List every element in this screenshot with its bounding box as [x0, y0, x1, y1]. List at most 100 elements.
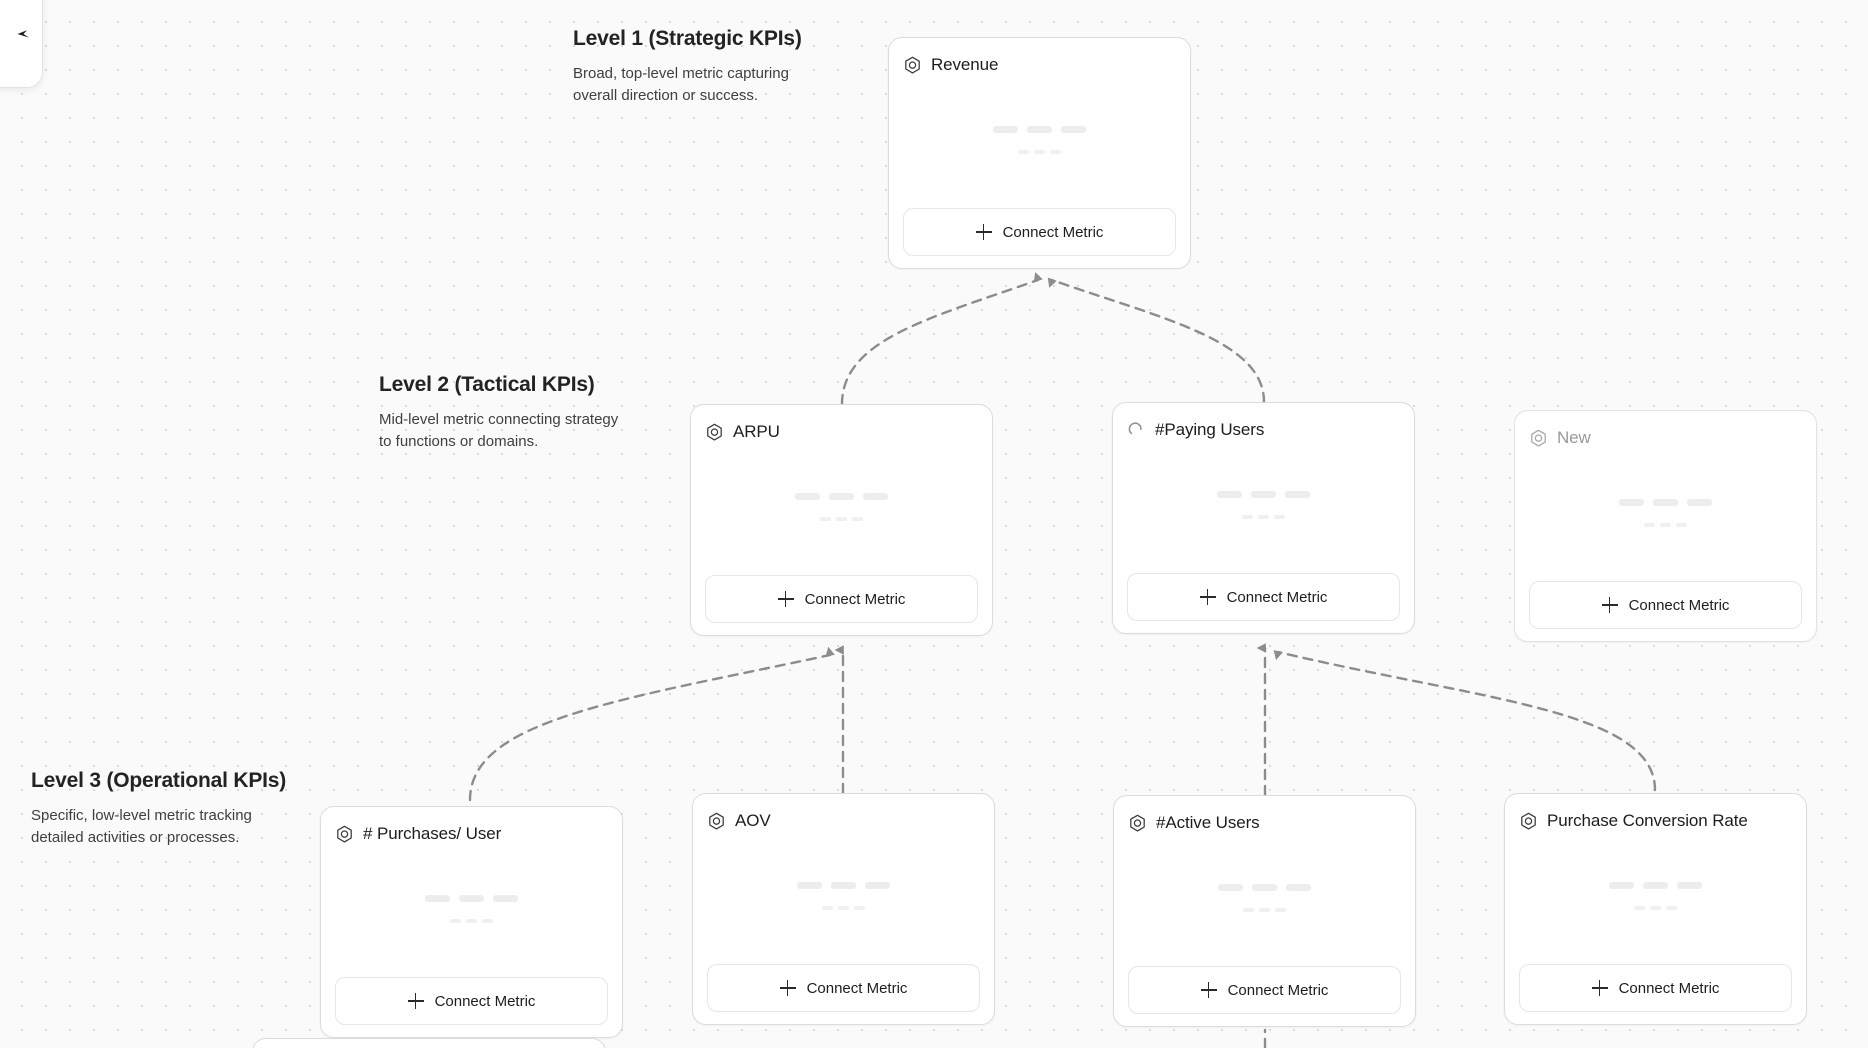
hexagon-metric-icon: [903, 56, 922, 75]
skeleton-bar: [1666, 906, 1677, 910]
skeleton-bar: [1676, 523, 1687, 527]
skeleton-bar: [1243, 908, 1254, 912]
card-title: # Purchases/ User: [363, 824, 502, 843]
skeleton-bar: [1217, 491, 1242, 498]
skeleton-bar: [1034, 150, 1045, 154]
connect-metric-button[interactable]: Connect Metric: [1519, 964, 1792, 1012]
skeleton-bar: [450, 919, 461, 923]
skeleton-bar: [993, 126, 1018, 133]
metric-card-arpu[interactable]: ARPU Connect Metric: [690, 404, 993, 636]
skeleton-bar: [1660, 523, 1671, 527]
skeleton-row-primary: [795, 493, 888, 500]
level-1-label: Level 1 (Strategic KPIs) Broad, top-leve…: [573, 26, 823, 107]
plus-icon: [975, 224, 992, 240]
skeleton-bar: [1050, 150, 1061, 154]
hexagon-metric-icon: [1529, 429, 1548, 448]
skeleton-row-primary: [993, 126, 1086, 133]
card-header: New: [1529, 425, 1802, 451]
skeleton-row-secondary: [1243, 908, 1286, 912]
connect-metric-button[interactable]: Connect Metric: [335, 977, 608, 1025]
card-title: New: [1557, 428, 1591, 447]
skeleton-bar: [1634, 906, 1645, 910]
loading-spinner-icon: [1127, 421, 1146, 440]
connect-metric-button[interactable]: Connect Metric: [705, 575, 978, 623]
card-skeleton-body: [705, 445, 978, 575]
metric-card-paying-users[interactable]: #Paying Users Connect Metric: [1112, 402, 1415, 634]
plus-icon: [779, 980, 796, 996]
skeleton-row-secondary: [1634, 906, 1677, 910]
skeleton-row-primary: [425, 895, 518, 902]
card-title: #Active Users: [1156, 813, 1260, 832]
card-header: Purchase Conversion Rate: [1519, 808, 1792, 834]
connect-metric-button[interactable]: Connect Metric: [1128, 966, 1401, 1014]
skeleton-row-secondary: [1644, 523, 1687, 527]
skeleton-bar: [820, 517, 831, 521]
plus-icon: [1591, 980, 1608, 996]
skeleton-bar: [822, 906, 833, 910]
connect-metric-label: Connect Metric: [1227, 981, 1329, 999]
connect-metric-button[interactable]: Connect Metric: [1127, 573, 1400, 621]
skeleton-row-primary: [1619, 499, 1712, 506]
skeleton-bar: [797, 882, 822, 889]
skeleton-bar: [425, 895, 450, 902]
card-title: AOV: [735, 811, 771, 830]
metric-card-partial-below[interactable]: [252, 1038, 606, 1048]
connector-conversion-to-paying-users: [1273, 650, 1657, 792]
level-3-description: Specific, low-level metric tracking deta…: [31, 807, 252, 846]
plus-icon: [407, 993, 424, 1009]
level-3-title: Level 3 (Operational KPIs): [31, 769, 287, 792]
skeleton-bar: [1619, 499, 1644, 506]
card-header: ARPU: [705, 419, 978, 445]
skeleton-bar: [1687, 499, 1712, 506]
connect-metric-button[interactable]: Connect Metric: [903, 208, 1176, 256]
card-skeleton-body: [707, 834, 980, 964]
skeleton-bar: [1653, 499, 1678, 506]
plus-icon: [777, 591, 794, 607]
level-3-label: Level 3 (Operational KPIs) Specific, low…: [31, 768, 286, 849]
skeleton-bar: [1218, 884, 1243, 891]
skeleton-bar: [1259, 908, 1270, 912]
plus-icon: [1199, 589, 1216, 605]
metric-card-aov[interactable]: AOV Connect Metric: [692, 793, 995, 1025]
skeleton-bar: [1242, 515, 1253, 519]
skeleton-row-primary: [1218, 884, 1311, 891]
metric-card-purchases-per-user[interactable]: # Purchases/ User Connect Metric: [320, 806, 623, 1038]
metric-card-new[interactable]: New Connect Metric: [1514, 410, 1817, 642]
card-header: # Purchases/ User: [335, 821, 608, 847]
skeleton-bar: [865, 882, 890, 889]
metric-card-revenue[interactable]: Revenue Connect Metric: [888, 37, 1191, 269]
skeleton-bar: [829, 493, 854, 500]
card-skeleton-body: [1529, 451, 1802, 581]
hexagon-metric-icon: [707, 812, 726, 831]
level-2-label: Level 2 (Tactical KPIs) Mid-level metric…: [379, 372, 629, 453]
plus-icon: [1601, 597, 1618, 613]
hexagon-metric-icon: [1128, 814, 1147, 833]
connector-paying-users-to-revenue: [1047, 277, 1266, 404]
connect-metric-label: Connect Metric: [1618, 979, 1720, 997]
skeleton-bar: [854, 906, 865, 910]
skeleton-bar: [482, 919, 493, 923]
skeleton-bar: [852, 517, 863, 521]
connector-purchases-to-arpu: [468, 646, 835, 802]
skeleton-bar: [1677, 882, 1702, 889]
skeleton-bar: [1643, 882, 1668, 889]
skeleton-bar: [1251, 491, 1276, 498]
connect-metric-button[interactable]: Connect Metric: [1529, 581, 1802, 629]
skeleton-bar: [1258, 515, 1269, 519]
floating-corner-panel[interactable]: [0, 0, 43, 88]
connect-metric-button[interactable]: Connect Metric: [707, 964, 980, 1012]
card-skeleton-body: [335, 847, 608, 977]
hexagon-metric-icon: [1519, 812, 1538, 831]
skeleton-bar: [493, 895, 518, 902]
connect-metric-label: Connect Metric: [804, 590, 906, 608]
skeleton-bar: [795, 493, 820, 500]
skeleton-row-secondary: [1018, 150, 1061, 154]
card-skeleton-body: [903, 78, 1176, 208]
skeleton-bar: [838, 906, 849, 910]
metric-card-active-users[interactable]: #Active Users Connect Metric: [1113, 795, 1416, 1027]
skeleton-bar: [466, 919, 477, 923]
card-header: #Active Users: [1128, 810, 1401, 836]
skeleton-row-primary: [1217, 491, 1310, 498]
metric-card-purchase-conversion-rate[interactable]: Purchase Conversion Rate Connect Metric: [1504, 793, 1807, 1025]
